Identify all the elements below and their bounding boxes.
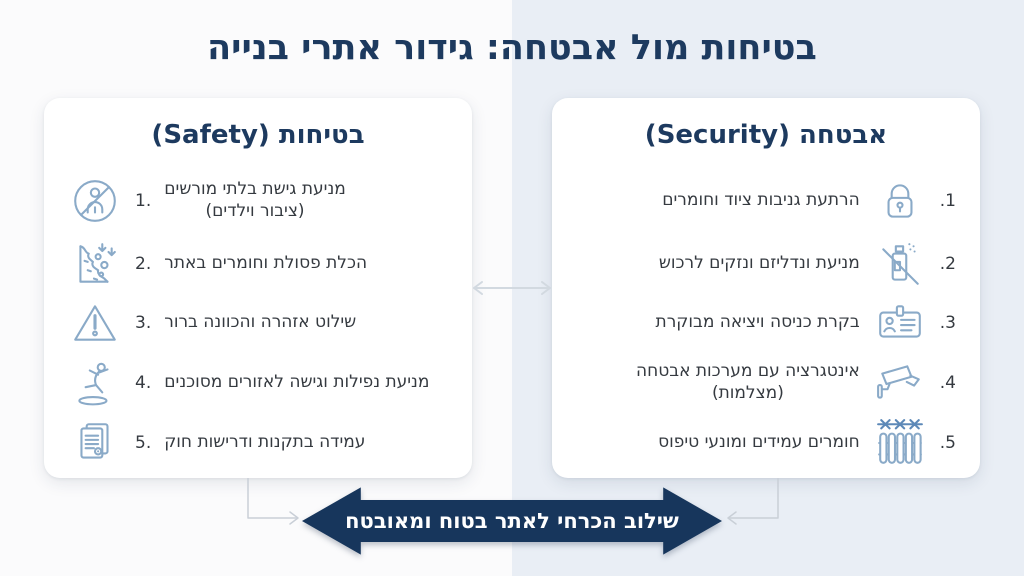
safety-item: 2. הכלת פסולת וחומרים באתר [44,235,472,293]
safety-connector-arrow [247,478,299,525]
item-text: בקרת כניסה ויציאה מבוקרת [655,312,860,333]
falling-debris-icon [68,237,122,291]
item-number: 5. [939,433,956,453]
security-item: 1. הרתעת גניבות ציוד וחומרים [552,170,980,232]
item-number: 1. [939,191,956,211]
security-connector-arrow [727,478,779,525]
regulations-document-icon [68,416,122,470]
slip-fall-icon [68,356,122,410]
warning-triangle-icon [68,296,122,350]
item-number: 2. [135,254,152,274]
between-cards-double-arrow-icon [473,281,551,295]
item-text: מניעת נפילות וגישה לאזורים מסוכנים [164,372,430,393]
no-unauthorized-person-icon [68,174,122,228]
item-text: הכלת פסולת וחומרים באתר [164,253,368,274]
item-number: 3. [939,313,956,333]
security-card: אבטחה (Security) 1. הרתעת גניבות ציוד וח… [552,98,980,478]
item-text: מניעת גישת בלתי מורשים(ציבור וילדים) [164,179,346,221]
item-number: 2. [939,254,956,274]
item-number: 1. [135,191,152,211]
double-arrow-shape: שילוב הכרחי לאתר בטוח ומאובטח [302,487,722,555]
item-text: חומרים עמידים ומונעי טיפוס [658,432,860,453]
conclusion-banner: שילוב הכרחי לאתר בטוח ומאובטח [302,486,722,556]
item-text: מניעת ונדליזם ונזקים לרכוש [658,253,860,274]
item-text: עמידה בתקנות ודרישות חוק [164,432,366,453]
banner-text: שילוב הכרחי לאתר בטוח ומאובטח [345,509,679,533]
safety-item: 4. מניעת נפילות וגישה לאזורים מסוכנים [44,352,472,414]
padlock-icon [873,174,927,228]
security-item: 4. אינטגרציה עם מערכות אבטחה(מצלמות) [552,352,980,414]
safety-item: 1. מניעת גישת בלתי מורשים(ציבור וילדים) [44,170,472,232]
page-title: בטיחות מול אבטחה: גידור אתרי בנייה [207,28,817,68]
security-card-title: אבטחה (Security) [644,120,888,150]
id-badge-icon [873,296,927,350]
no-vandalism-spray-icon [873,237,927,291]
safety-card: בטיחות (Safety) 1. מניעת גישת בלתי מורשי… [44,98,472,478]
item-number: 5. [135,433,152,453]
security-item: 3. בקרת כניסה ויציאה מבוקרת [552,294,980,352]
item-text: שילוט אזהרה והכוונה ברור [164,312,357,333]
security-item: 5. חומרים עמידים ומונעי טיפוס [552,414,980,472]
safety-card-title: בטיחות (Safety) [151,120,365,150]
item-number: 3. [135,313,152,333]
cctv-camera-icon [873,356,927,410]
item-text: אינטגרציה עם מערכות אבטחה(מצלמות) [636,361,860,403]
safety-item: 5. עמידה בתקנות ודרישות חוק [44,414,472,472]
item-number: 4. [939,373,956,393]
item-text: הרתעת גניבות ציוד וחומרים [662,190,860,211]
safety-item: 3. שילוט אזהרה והכוונה ברור [44,294,472,352]
barbed-fence-icon [873,416,927,470]
security-item: 2. מניעת ונדליזם ונזקים לרכוש [552,235,980,293]
item-number: 4. [135,373,152,393]
